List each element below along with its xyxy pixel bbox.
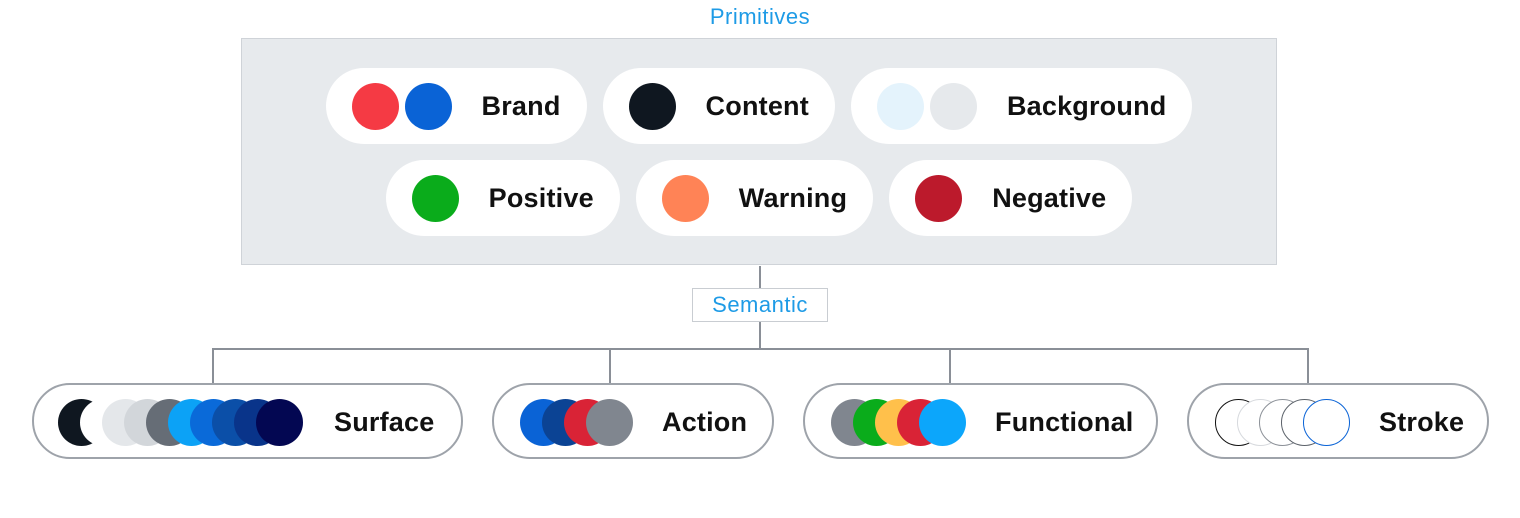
- functional-swatch-5: [919, 399, 966, 446]
- semantic-functional: Functional: [803, 383, 1158, 459]
- connector-line: [759, 322, 761, 349]
- semantic-action: Action: [492, 383, 774, 459]
- primitive-negative: Negative: [889, 160, 1133, 236]
- action-swatch-stack: [494, 399, 654, 446]
- brand-blue-swatch: [404, 82, 452, 130]
- semantic-stroke: Stroke: [1187, 383, 1489, 459]
- primitive-background: Background: [850, 68, 1193, 144]
- semantic-surface: Surface: [32, 383, 463, 459]
- primitive-label: Brand: [481, 90, 561, 121]
- connector-line: [949, 348, 951, 384]
- connector-line: [1307, 348, 1309, 384]
- primitive-brand: Brand: [325, 68, 587, 144]
- primitives-title: Primitives: [709, 4, 811, 29]
- semantic-label-text: Action: [662, 407, 748, 437]
- primitive-warning: Warning: [635, 160, 874, 236]
- primitive-content: Content: [602, 68, 835, 144]
- brand-red-swatch: [351, 82, 399, 130]
- connector-line: [212, 348, 1309, 350]
- primitive-positive: Positive: [385, 160, 620, 236]
- semantic-label-text: Functional: [995, 407, 1134, 437]
- semantic-label-text: Stroke: [1379, 407, 1465, 437]
- primitives-row: Positive Warning Negative: [242, 160, 1276, 236]
- warning-swatch: [661, 174, 709, 222]
- stroke-swatch-5: [1303, 399, 1350, 446]
- primitive-label: Negative: [992, 182, 1107, 213]
- surface-swatch-10: [256, 399, 303, 446]
- background-light-blue-swatch: [876, 82, 924, 130]
- semantic-label: Semantic: [692, 288, 828, 322]
- surface-swatch-stack: [34, 399, 334, 446]
- primitives-row: Brand Content Background: [242, 68, 1276, 144]
- primitive-label: Content: [705, 90, 809, 121]
- primitive-label: Warning: [738, 182, 848, 213]
- primitive-label: Positive: [488, 182, 594, 213]
- connector-line: [609, 348, 611, 384]
- action-swatch-4: [586, 399, 633, 446]
- negative-swatch: [915, 174, 963, 222]
- primitives-panel: Brand Content Background Positive: [241, 38, 1277, 265]
- positive-swatch: [411, 174, 459, 222]
- connector-line: [759, 266, 761, 288]
- primitive-label: Background: [1006, 90, 1167, 121]
- stroke-swatch-stack: [1189, 399, 1359, 446]
- functional-swatch-stack: [805, 399, 985, 446]
- content-swatch: [628, 82, 676, 130]
- background-gray-swatch: [929, 82, 977, 130]
- semantic-label-text: Surface: [334, 407, 435, 437]
- connector-line: [212, 348, 214, 384]
